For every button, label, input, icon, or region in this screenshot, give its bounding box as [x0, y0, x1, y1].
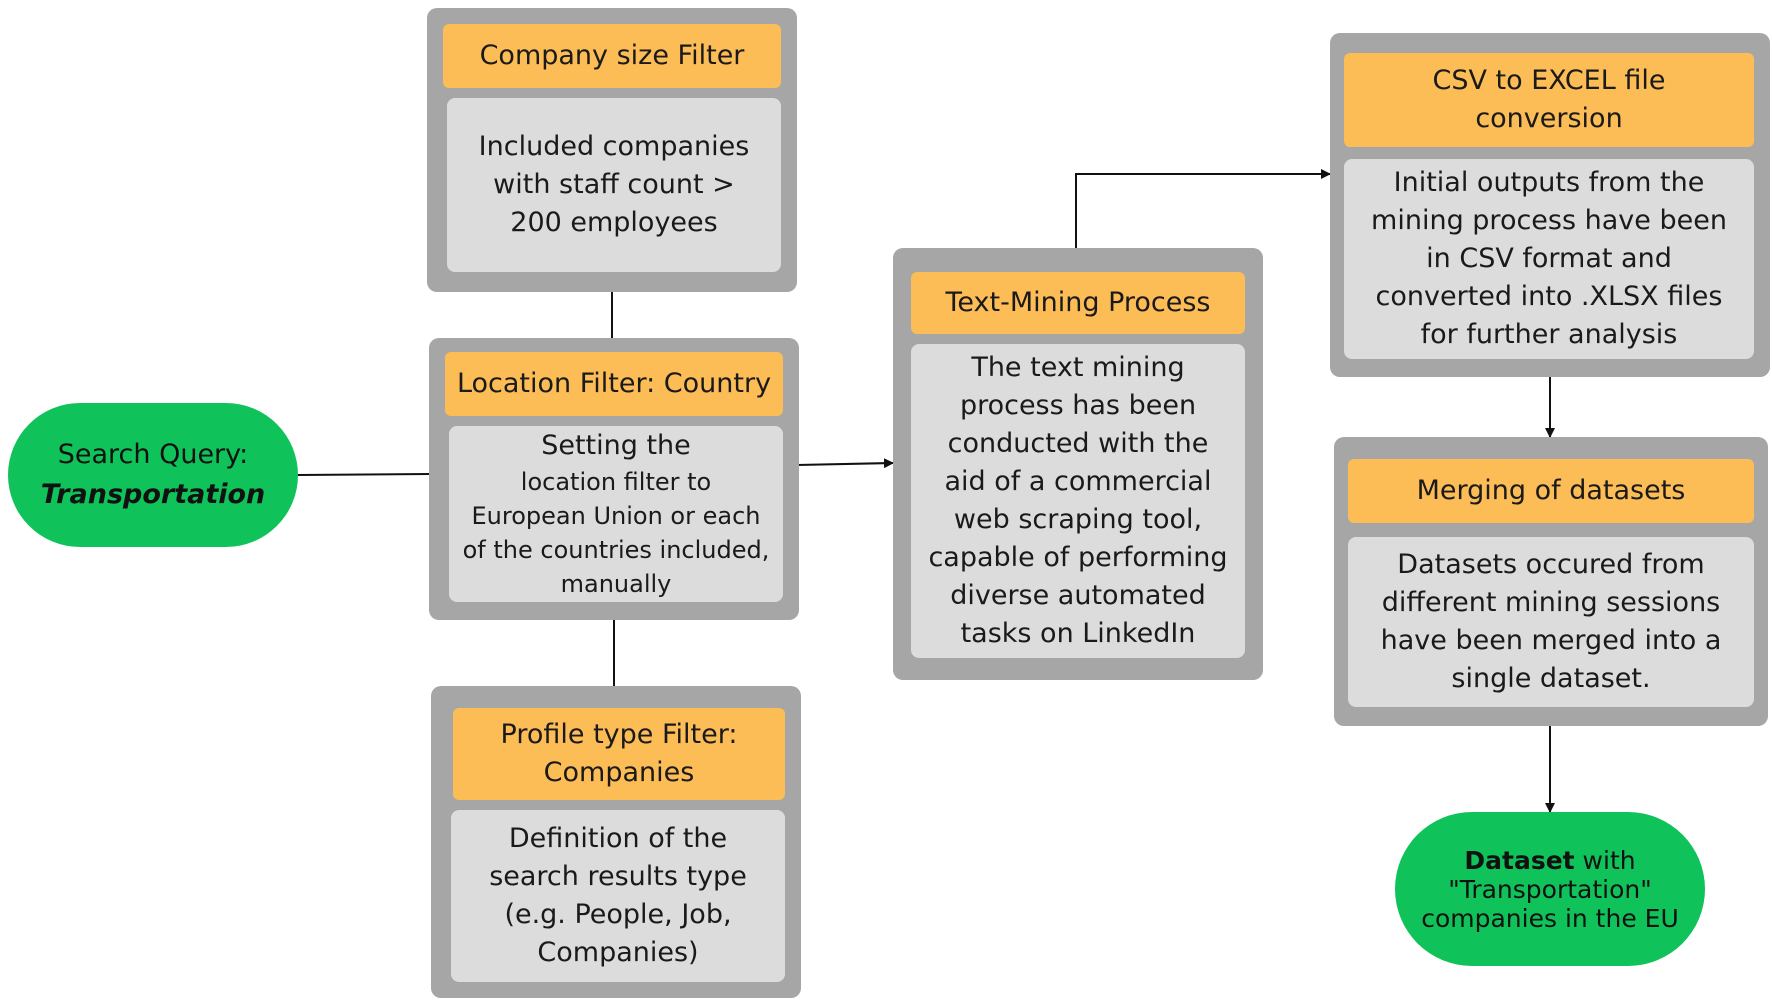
search-query-label: Search Query: [57, 439, 249, 470]
merging-datasets-header: Merging of datasets [1348, 459, 1754, 523]
merging-datasets-body: Datasets occured from different mining s… [1348, 537, 1754, 707]
profile-type-filter-body: Definition of the search results type (e… [451, 810, 785, 982]
location-filter-body-line1: Setting the [541, 430, 691, 461]
text-mining-process-box: Text-Mining Process The text mining proc… [893, 248, 1263, 680]
dataset-line1-rest: with [1574, 845, 1636, 875]
dataset-line3: companies in the EU [1421, 903, 1679, 933]
company-size-filter-body: Included companies with staff count > 20… [447, 98, 781, 272]
location-filter-body: Setting the location filter to European … [449, 426, 783, 602]
csv-conversion-box: CSV to EXCEL file conversion Initial out… [1330, 33, 1770, 377]
arrow-location-to-text-mining [796, 458, 894, 469]
dataset-line2: "Transportation" [1448, 874, 1652, 904]
company-size-filter-header: Company size Filter [443, 24, 781, 88]
text-mining-process-header: Text-Mining Process [911, 272, 1245, 334]
search-query-terminal: Search Query: Transportation [8, 403, 298, 547]
text-mining-process-body: The text mining process has been conduct… [911, 344, 1245, 658]
location-filter-box: Location Filter: Country Setting the loc… [429, 338, 799, 620]
search-query-value: Transportation [40, 479, 266, 510]
dataset-line1: Dataset with [1464, 846, 1635, 875]
line-query-to-location [297, 473, 431, 476]
csv-conversion-header: CSV to EXCEL file conversion [1344, 53, 1754, 147]
profile-type-filter-box: Profile type Filter: Companies Definitio… [431, 686, 801, 998]
company-size-filter-box: Company size Filter Included companies w… [427, 8, 797, 292]
location-filter-body-rest: location filter to European Union or eac… [462, 468, 770, 598]
dataset-bold-label: Dataset [1464, 845, 1575, 875]
location-filter-header: Location Filter: Country [445, 352, 783, 416]
csv-conversion-body: Initial outputs from the mining process … [1344, 159, 1754, 359]
merging-datasets-box: Merging of datasets Datasets occured fro… [1334, 437, 1768, 726]
profile-type-filter-header: Profile type Filter: Companies [453, 708, 785, 800]
dataset-terminal: Dataset with "Transportation" companies … [1395, 812, 1705, 966]
arrow-text-mining-to-csv [1075, 169, 1331, 248]
